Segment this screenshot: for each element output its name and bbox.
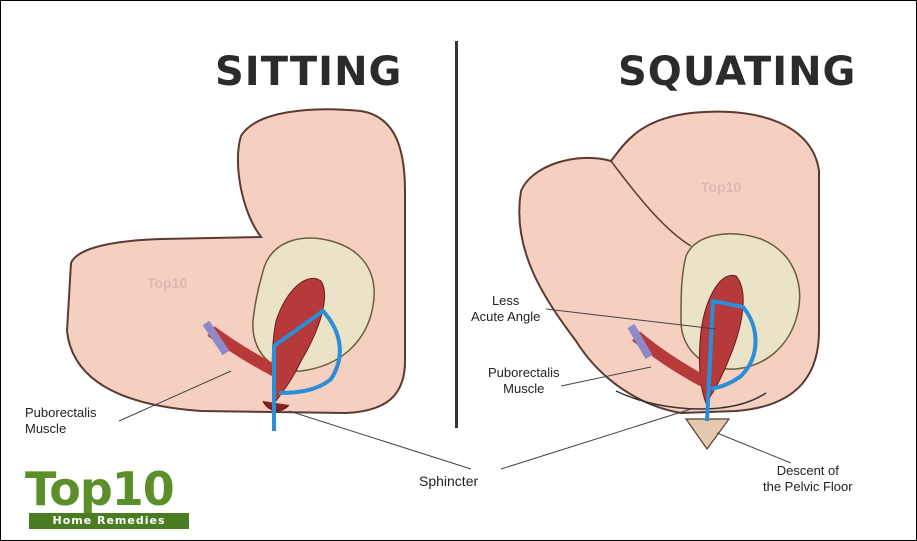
- pelvic-floor-arrow: [686, 419, 729, 449]
- leader-sphincter-right: [501, 409, 691, 469]
- center-divider: [455, 41, 458, 428]
- label-descent-pelvic-floor: Descent of the Pelvic Floor: [763, 463, 853, 495]
- top10-logo: Top10 Home Remedies: [25, 463, 195, 533]
- logo-brand: Top10: [25, 463, 174, 515]
- logo-tagline: Home Remedies: [29, 513, 189, 529]
- watermark-left: Top10: [147, 275, 187, 291]
- leader-descent: [717, 433, 791, 463]
- label-sphincter: Sphincter: [419, 473, 478, 489]
- label-right-puborectalis: Puborectalis Muscle: [488, 365, 560, 397]
- watermark-right: Top10: [701, 179, 741, 195]
- label-left-puborectalis: Puborectalis Muscle: [25, 405, 97, 437]
- squatting-title: SQUATING: [618, 49, 856, 95]
- sitting-title: SITTING: [215, 49, 402, 95]
- leader-sphincter-left: [289, 411, 471, 469]
- label-less-acute-angle: Less Acute Angle: [471, 293, 540, 325]
